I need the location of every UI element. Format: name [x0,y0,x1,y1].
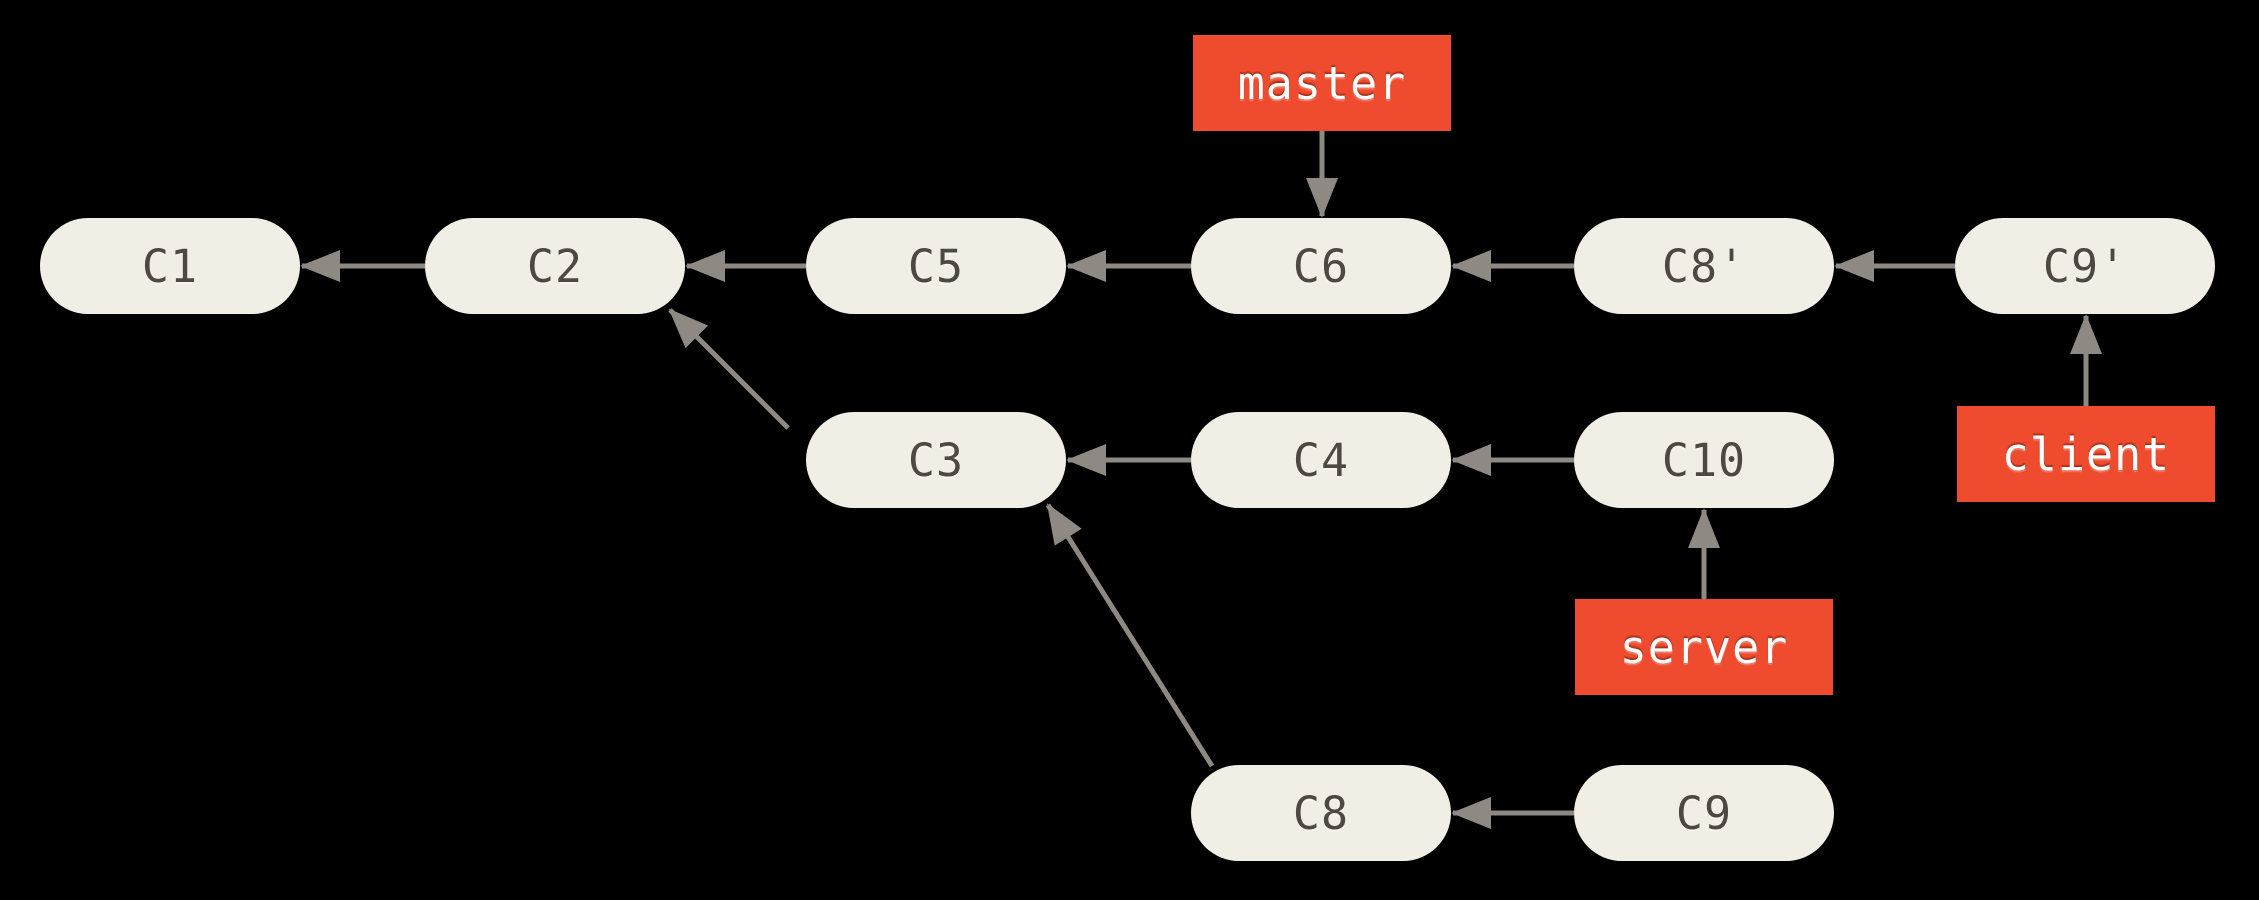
commit-node-C9: C9 [1574,765,1834,861]
branch-label-server: server [1575,599,1833,695]
commit-node-C6: C6 [1191,218,1451,314]
commit-node-C1: C1 [40,218,300,314]
branch-label-master: master [1193,35,1451,131]
edge-C3-to-C2-arrow [668,308,790,430]
commit-node-C5: C5 [806,218,1066,314]
branch-label-client: client [1957,406,2215,502]
commit-node-C4: C4 [1191,412,1451,508]
commit-node-C2: C2 [425,218,685,314]
commit-node-C3: C3 [806,412,1066,508]
edge-C8-to-C3-arrow [1045,503,1215,768]
commit-node-C8: C8 [1191,765,1451,861]
commit-node-C10: C10 [1574,412,1834,508]
commit-node-C8p: C8' [1574,218,1834,314]
commit-node-C9p: C9' [1955,218,2215,314]
